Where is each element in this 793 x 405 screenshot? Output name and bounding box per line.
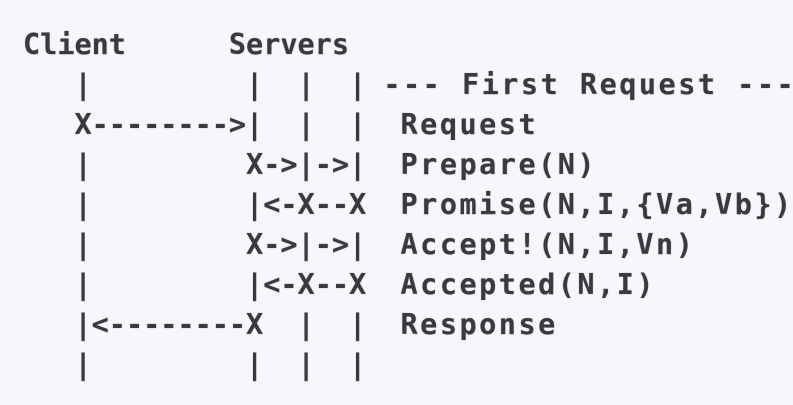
message-label: Accept!(N,I,Vn): [400, 228, 696, 261]
diagram-header-row: Client Servers: [23, 25, 793, 65]
message-label: Accepted(N,I): [400, 268, 657, 301]
diagram-art: | |<-X--X: [23, 188, 401, 221]
diagram-art: | X->|->|: [23, 148, 401, 181]
diagram-row-promise: | |<-X--X Promise(N,I,{Va,Vb}): [23, 185, 793, 225]
diagram-art: X-------->| | |: [23, 108, 401, 141]
message-label: Request: [400, 108, 539, 141]
diagram-art: | X->|->|: [23, 228, 401, 261]
diagram-art: |<--------X | |: [23, 308, 401, 341]
section-label: --- First Request ---: [383, 68, 793, 101]
diagram-row-accepted: | |<-X--X Accepted(N,I): [23, 265, 793, 305]
diagram-row-first-request: | | | | --- First Request ---: [23, 65, 793, 105]
message-label: Promise(N,I,{Va,Vb}): [400, 188, 793, 221]
diagram-row-accept: | X->|->| Accept!(N,I,Vn): [23, 225, 793, 265]
diagram-art: | | | |: [23, 348, 367, 381]
message-label: Prepare(N): [400, 148, 598, 181]
diagram-art: | |<-X--X: [23, 268, 401, 301]
servers-column-header: Servers: [228, 28, 349, 61]
diagram-row-response: |<--------X | | Response: [23, 305, 793, 345]
diagram-row-request: X-------->| | | Request: [23, 105, 793, 145]
diagram-art: | | | |: [23, 68, 384, 101]
client-column-header: Client: [23, 28, 126, 61]
message-label: Response: [400, 308, 558, 341]
diagram-row-prepare: | X->|->| Prepare(N): [23, 145, 793, 185]
diagram-row-lifelines: | | | |: [23, 345, 793, 385]
